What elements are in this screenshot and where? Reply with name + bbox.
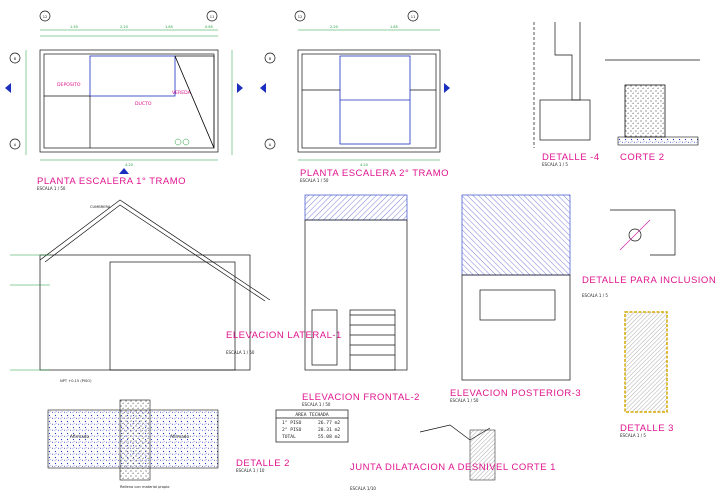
grid-marker-a-left: A [9, 138, 21, 150]
elevacion-posterior: ELEVACION POSTERIOR-3 ESCALA 1 / 50 [450, 194, 581, 403]
dim-label: 4.20 [125, 163, 133, 167]
svg-text:11: 11 [411, 15, 416, 19]
grid-marker-12-left: 12 [39, 10, 51, 22]
room-label-deposito: DEPOSITO [57, 82, 81, 88]
title-detalle-4: DETALLE -4 [542, 152, 600, 163]
room-label-vereda: VEREDA [172, 90, 192, 96]
stair-flight [89, 55, 176, 97]
elevacion-frontal: ELEVACION FRONTAL-2 ESCALA 1 / 50 [302, 194, 420, 407]
scale-elevacion-posterior: ESCALA 1 / 50 [450, 398, 479, 403]
section-arrow-icon [5, 83, 11, 93]
title-elevacion-frontal: ELEVACION FRONTAL-2 [302, 392, 420, 403]
title-planta-1: PLANTA ESCALERA 1° TRAMO [37, 176, 186, 187]
dim-label: 0.65 [205, 25, 213, 29]
detalle-2: Afirmado Afirmado Relleno con material p… [47, 399, 290, 489]
scale-elevacion-frontal: ESCALA 1 / 50 [302, 402, 331, 407]
area-row-label: 2° PISO [282, 427, 302, 433]
area-row-value: 26.77 m2 [318, 420, 340, 426]
detalle-pasamanos: DETALLE PARA INCLUSION DE PASAMANOS ESCA… [582, 209, 716, 298]
title-elevacion-posterior: ELEVACION POSTERIOR-3 [450, 388, 581, 399]
svg-text:12: 12 [43, 15, 48, 19]
corte-2: CORTE 2 [605, 59, 700, 163]
svg-text:A: A [269, 143, 272, 147]
room-label-ducto: DUCTO [135, 101, 152, 107]
title-detalle-3: DETALLE 3 [620, 423, 674, 434]
scale-detalle-2: ESCALA 1 / 10 [236, 468, 265, 473]
grid-marker-11-left: 11 [206, 10, 218, 22]
scale-detalle-3: ESCALA 1 / 5 [620, 433, 646, 438]
elevacion-lateral: NPT +0.15 (PISO) CUMBRERA ELEVACION LATE… [10, 199, 342, 383]
svg-text:B: B [269, 57, 272, 61]
area-row-value: 55.08 m2 [318, 434, 340, 440]
detalle-3: DETALLE 3 ESCALA 1 / 5 [620, 311, 674, 438]
grid-marker-a-mid: A [264, 138, 276, 150]
dim-label: 1.85 [165, 25, 173, 29]
area-row-label: 1° PISO [282, 420, 302, 426]
grid-marker-11-mid: 11 [407, 10, 419, 22]
section-arrow-icon [119, 168, 129, 174]
detalle-4: DETALLE -4 ESCALA 1 / 5 [533, 22, 600, 167]
section-arrow-icon [260, 83, 266, 93]
cumbrera-label: CUMBRERA [90, 205, 111, 209]
title-junta: JUNTA DILATACION A DESNIVEL CORTE 1 [350, 462, 556, 473]
dim-label: 4.20 [360, 163, 368, 167]
dim-label: 1.85 [390, 25, 398, 29]
scale-junta: ESCALA 1/10 [350, 486, 376, 491]
area-table: AREA TECHADA 1° PISO 26.77 m2 2° PISO 28… [275, 409, 349, 443]
dim-label: 1.50 [70, 25, 78, 29]
junta-dilatacion: JUNTA DILATACION A DESNIVEL CORTE 1 ESCA… [350, 424, 556, 491]
grid-marker-12-mid: 12 [294, 10, 306, 22]
detalle-2-left-label: Afirmado [70, 434, 89, 439]
scale-detalle-pasamanos: ESCALA 1 / 5 [582, 293, 608, 298]
planta-escalera-1: 12 11 B A 1.50 2.20 1.85 0.65 4.20 [5, 10, 243, 191]
stair-flight-2 [339, 55, 411, 145]
front-stair [350, 314, 395, 356]
scale-elevacion-lateral: ESCALA 1 / 50 [226, 350, 255, 355]
scale-planta-1: ESCALA 1 / 50 [37, 186, 66, 191]
scale-planta-2: ESCALA 1 / 50 [300, 178, 329, 183]
npt-label: NPT +0.15 (PISO) [60, 379, 92, 383]
title-planta-2: PLANTA ESCALERA 2° TRAMO [300, 168, 449, 179]
scale-detalle-4: ESCALA 1 / 5 [542, 162, 568, 167]
dim-label: 2.20 [120, 25, 128, 29]
grid-marker-b-mid: B [264, 52, 276, 64]
svg-text:12: 12 [298, 15, 303, 19]
detalle-2-bottom-label: Relleno con material propio [120, 485, 169, 489]
area-row-value: 28.31 m2 [318, 427, 340, 433]
title-corte-2: CORTE 2 [620, 152, 665, 163]
area-row-label: TOTAL [282, 434, 296, 440]
svg-text:B: B [14, 57, 17, 61]
svg-text:11: 11 [210, 15, 215, 19]
section-arrow-icon [237, 83, 243, 93]
title-detalle-2: DETALLE 2 [236, 458, 290, 469]
area-table-header: AREA TECHADA [295, 412, 328, 418]
section-arrow-icon [444, 83, 450, 93]
detalle-2-right-label: Afirmado [170, 434, 189, 439]
title-detalle-pasamanos: DETALLE PARA INCLUSION DE PASAMANOS [582, 275, 716, 286]
dim-label: 2.20 [330, 25, 338, 29]
title-elevacion-lateral: ELEVACION LATERAL-1 [226, 330, 342, 341]
planta-escalera-2: 12 11 B A 2.20 1.85 4.20 PLANTA ESCALERA… [260, 10, 450, 183]
svg-text:A: A [14, 143, 17, 147]
grid-marker-b-left: B [9, 52, 21, 64]
